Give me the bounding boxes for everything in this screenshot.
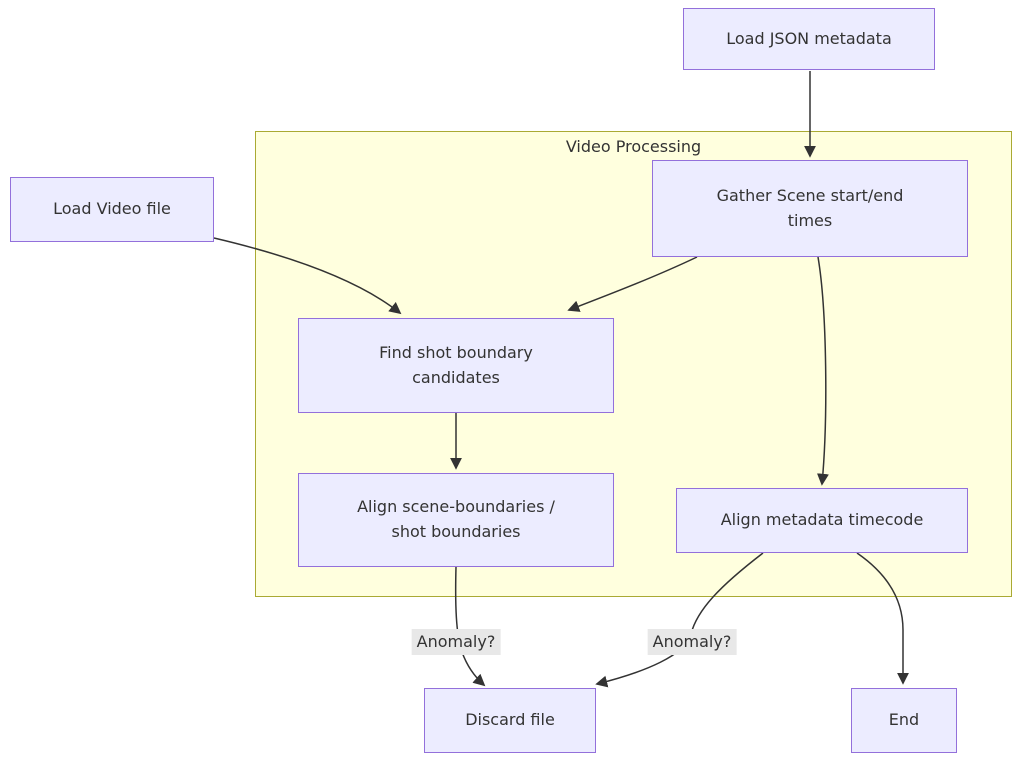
- node-label: Load JSON metadata: [726, 28, 892, 48]
- node-load-json-metadata: Load JSON metadata: [683, 8, 935, 70]
- node-label: End: [888, 710, 920, 730]
- node-label: Align metadata timecode: [720, 510, 924, 530]
- node-label: Find shot boundary candidates: [379, 342, 533, 387]
- node-align-scene-boundaries: Align scene-boundaries / shot boundaries: [298, 473, 614, 567]
- node-load-video-file: Load Video file: [10, 177, 214, 242]
- node-label: Align scene-boundaries / shot boundaries: [357, 497, 555, 541]
- node-label: Discard file: [465, 710, 555, 730]
- edge-label-anomaly-left: Anomaly?: [411, 629, 501, 656]
- video-processing-cluster-label: Video Processing: [565, 137, 702, 156]
- node-label: Gather Scene start/end times: [716, 185, 904, 230]
- node-align-metadata-timecode: Align metadata timecode: [676, 488, 968, 553]
- node-label: Load Video file: [53, 199, 171, 219]
- node-gather-scene-start-end-times: Gather Scene start/end times: [652, 160, 968, 257]
- node-discard-file: Discard file: [424, 688, 596, 753]
- node-end: End: [851, 688, 957, 753]
- node-find-shot-boundary-candidates: Find shot boundary candidates: [298, 318, 614, 413]
- edge-label-anomaly-right: Anomaly?: [647, 629, 737, 656]
